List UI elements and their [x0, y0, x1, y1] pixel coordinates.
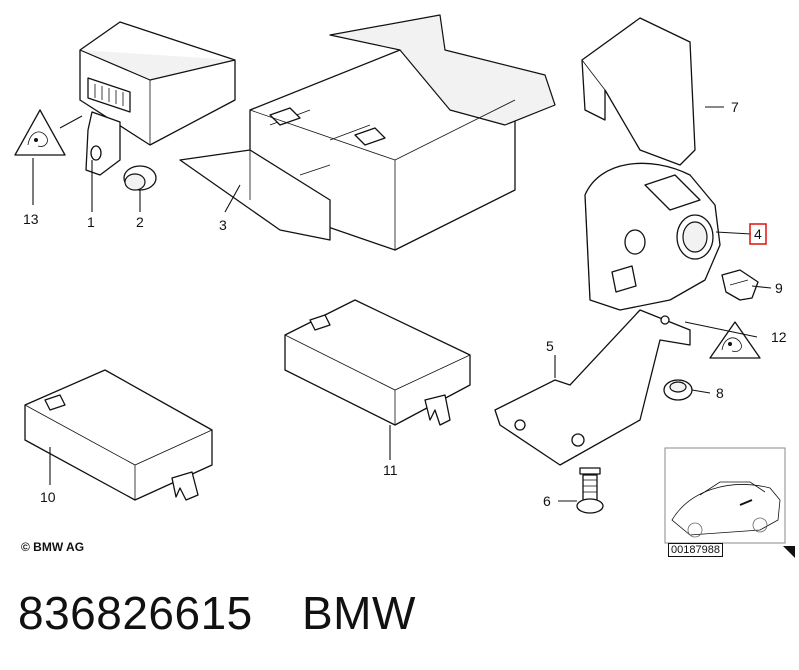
callout-6: 6	[543, 493, 551, 509]
part-12-warning-label	[709, 321, 761, 359]
part-number: 836826615	[18, 587, 253, 639]
highlight-box	[749, 223, 767, 245]
part-4-horn-unit	[584, 162, 721, 311]
callout-4: 4	[754, 226, 762, 242]
part-5-bracket	[494, 309, 691, 466]
pagination-marker	[783, 546, 795, 558]
callout-10: 10	[40, 489, 56, 505]
part-3-tray	[179, 14, 556, 251]
vehicle-thumbnail	[664, 447, 786, 544]
callout-12: 12	[771, 329, 787, 345]
callout-5: 5	[546, 338, 554, 354]
part-1-control-unit	[79, 21, 236, 176]
callout-11: 11	[383, 462, 398, 478]
part-13-warning-label	[14, 109, 66, 156]
copyright-notice: © BMW AG	[21, 540, 85, 554]
part-9-clip	[721, 269, 759, 301]
callout-9: 9	[775, 280, 783, 296]
callout-3: 3	[219, 217, 227, 233]
callout-8: 8	[716, 385, 724, 401]
part-2-grommet	[123, 165, 157, 191]
part-8-grommet	[663, 379, 693, 401]
part-10-module	[24, 369, 213, 501]
callout-7: 7	[731, 99, 739, 115]
callout-13: 13	[23, 211, 39, 227]
callout-labels: 1 2 3 4 5 6 7 8 9 10 11 12 13	[23, 99, 787, 509]
brand-name: BMW	[302, 587, 416, 639]
leader-lines	[32, 106, 772, 502]
part-6-bolt	[576, 467, 604, 514]
callout-1: 1	[87, 214, 95, 230]
thumbnail-code: 00187988	[668, 543, 723, 557]
part-11-module	[284, 299, 471, 426]
part-7-cover	[581, 17, 696, 166]
callout-2: 2	[136, 214, 144, 230]
